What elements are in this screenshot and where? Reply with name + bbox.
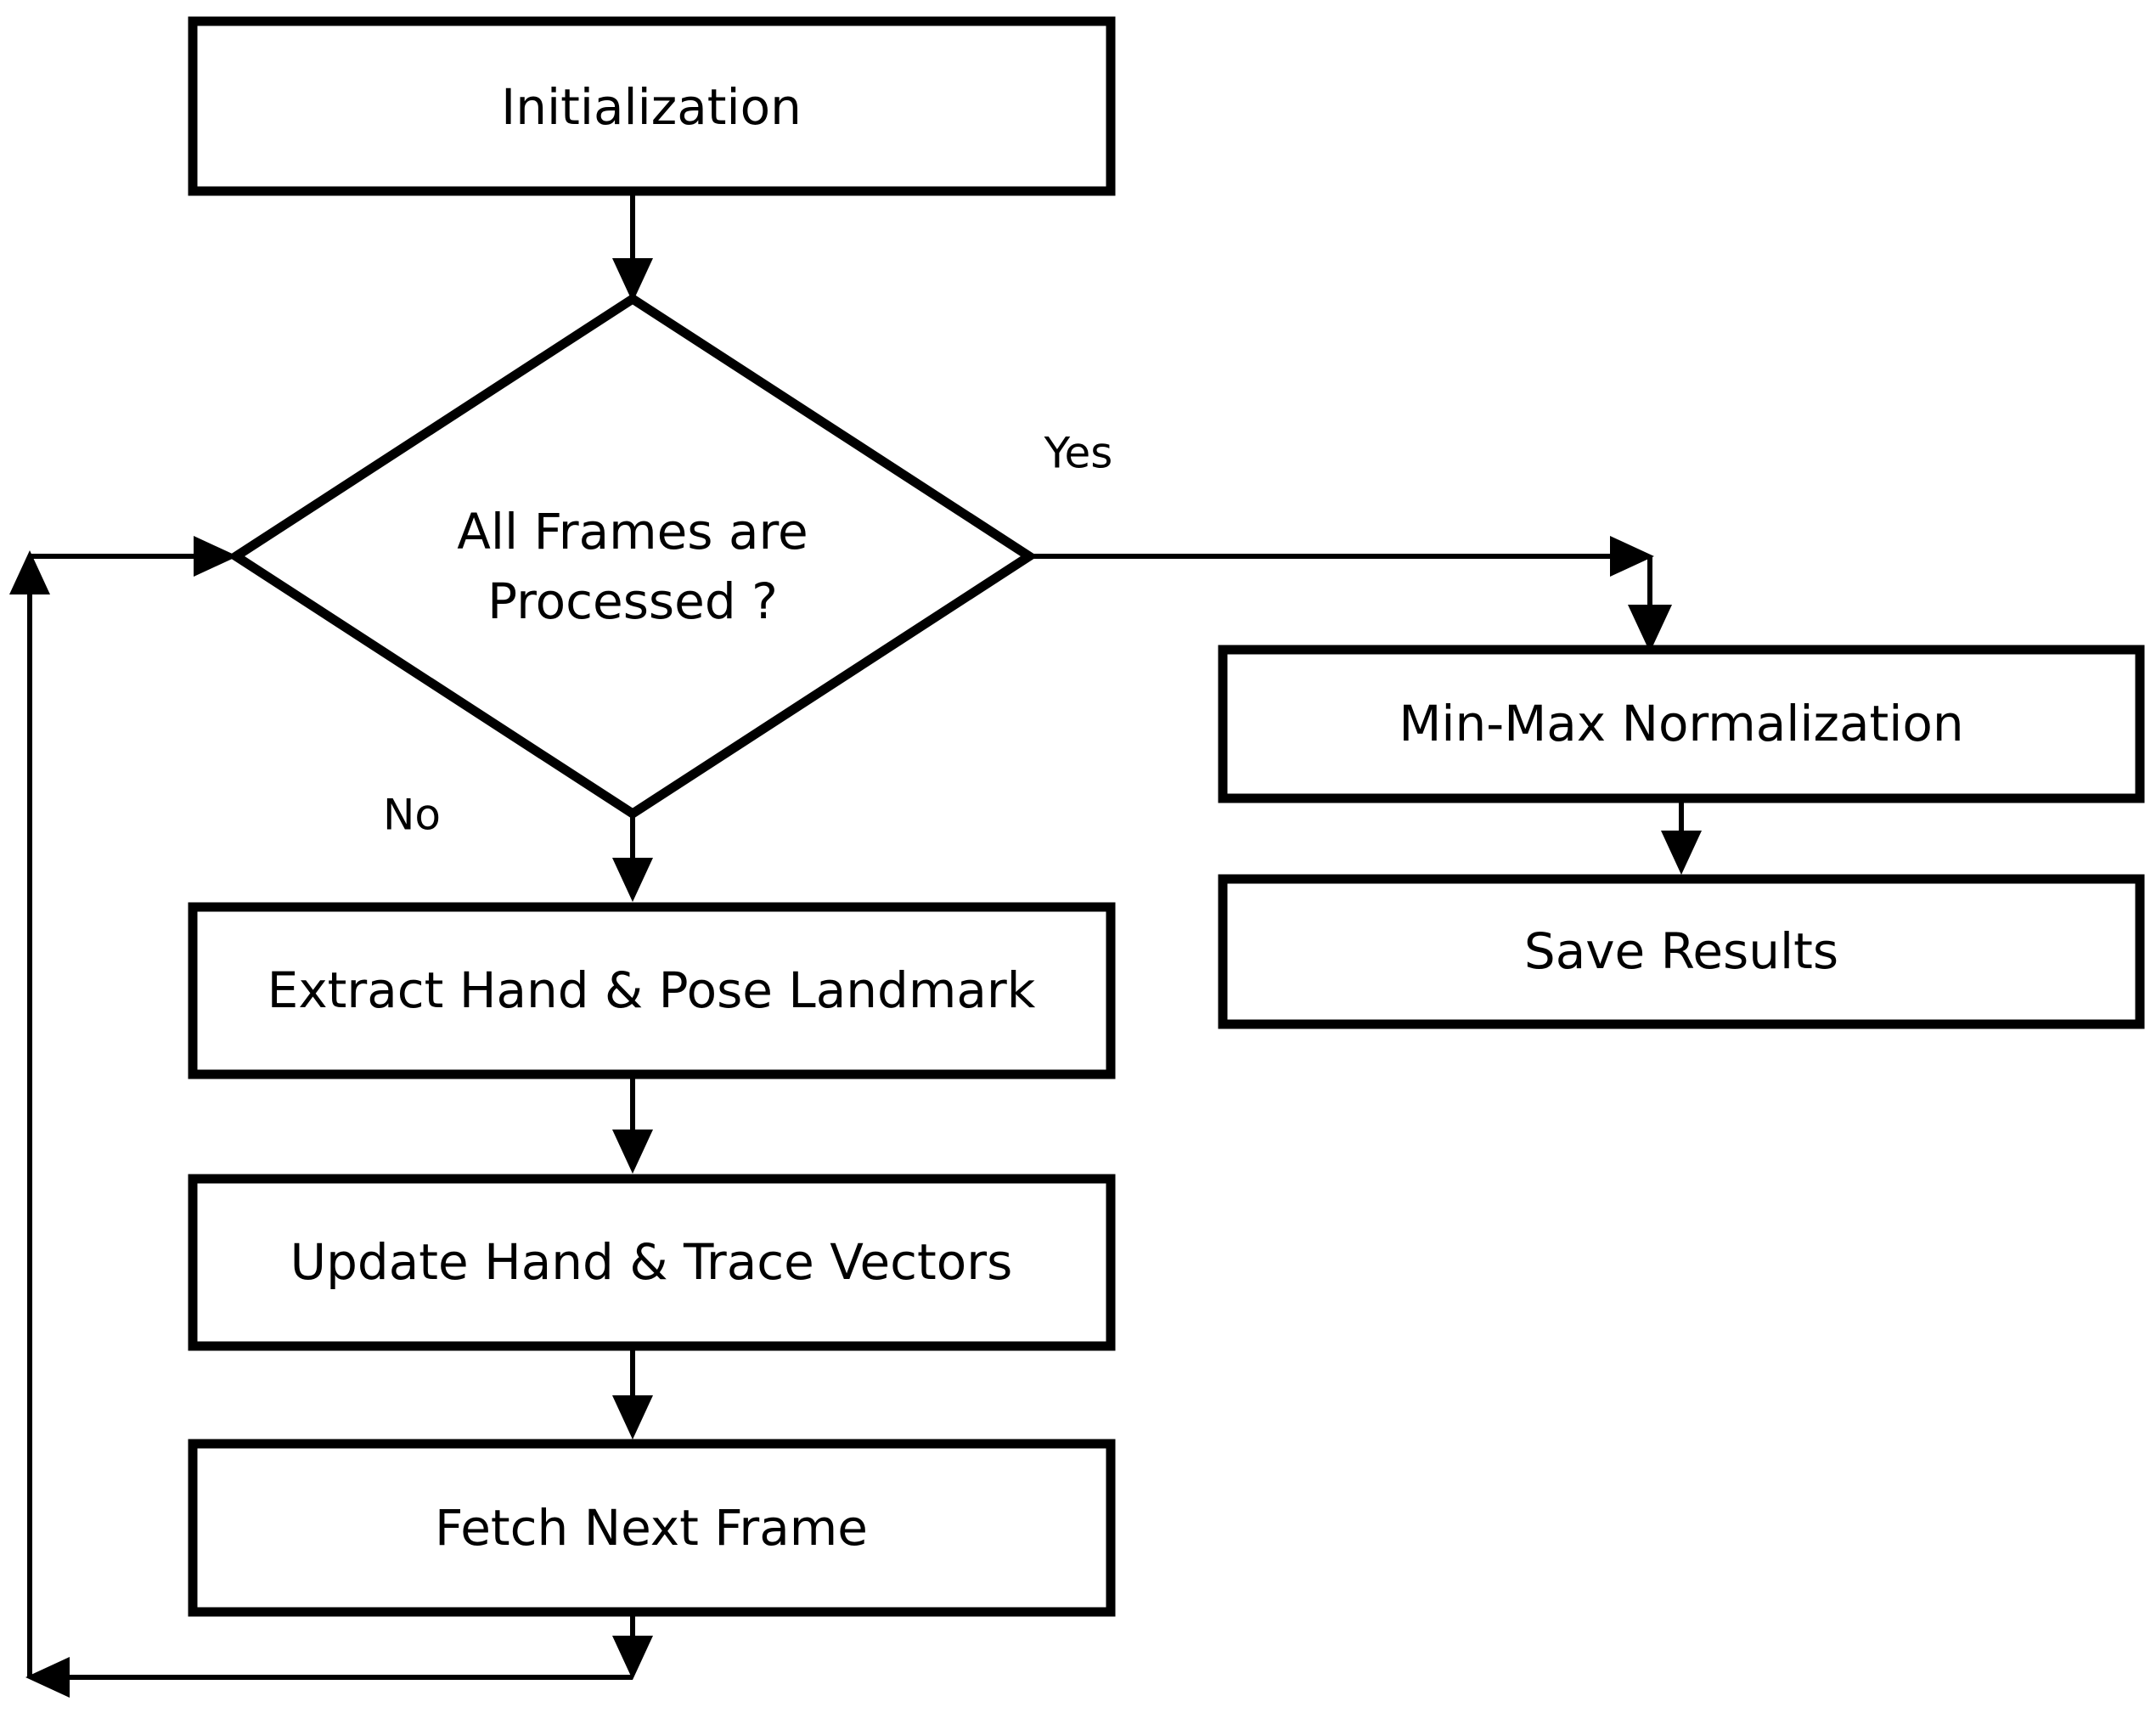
node-initialization[interactable]: Initialization [188,16,1116,196]
node-fetch-label: Fetch Next Frame [435,1499,868,1557]
arrowhead-down [612,858,653,902]
arrowhead-down [612,258,653,302]
arrowhead-right [194,536,238,577]
arrowhead-down [612,1130,653,1174]
node-save-results-label: Save Results [1524,922,1838,980]
node-extract-label: Extract Hand & Pose Landmark [267,961,1036,1019]
node-extract-hand-pose-landmark[interactable]: Extract Hand & Pose Landmark [188,902,1116,1079]
edge-init-to-decision [612,191,653,302]
edge-decision-to-extract [612,811,653,902]
node-save-results[interactable]: Save Results [1218,874,2145,1029]
arrowhead-down [612,1395,653,1439]
node-initialization-label: Initialization [501,78,802,136]
arrowhead-down [1628,605,1672,652]
arrowhead-right [1610,536,1654,577]
edge-update-to-fetch [612,1346,653,1439]
edge-label-yes: Yes [1044,429,1113,478]
node-decision-label-line2: Processed ? [487,572,778,630]
arrowhead-up [9,550,50,594]
arrowhead-left [25,1657,70,1698]
edge-fetch-to-decision-loop [9,536,653,1698]
node-decision-label-line1: All Frames are [457,503,808,561]
arrowhead-down [1661,831,1702,875]
edge-label-no: No [383,791,441,840]
node-min-max-normalization[interactable]: Min-Max Normalization [1218,645,2145,803]
node-fetch-next-frame[interactable]: Fetch Next Frame [188,1439,1116,1617]
node-update-hand-trace-vectors[interactable]: Update Hand & Trace Vectors [188,1174,1116,1351]
edge-extract-to-update [612,1074,653,1174]
node-decision-all-frames-processed[interactable]: All Frames are Processed ? [227,293,1039,820]
arrowhead-down [612,1636,653,1680]
edge-normalize-to-save [1661,798,1702,875]
node-update-label: Update Hand & Trace Vectors [290,1233,1013,1291]
node-normalization-label: Min-Max Normalization [1399,695,1963,752]
edge-decision-to-normalize [1029,536,1672,652]
